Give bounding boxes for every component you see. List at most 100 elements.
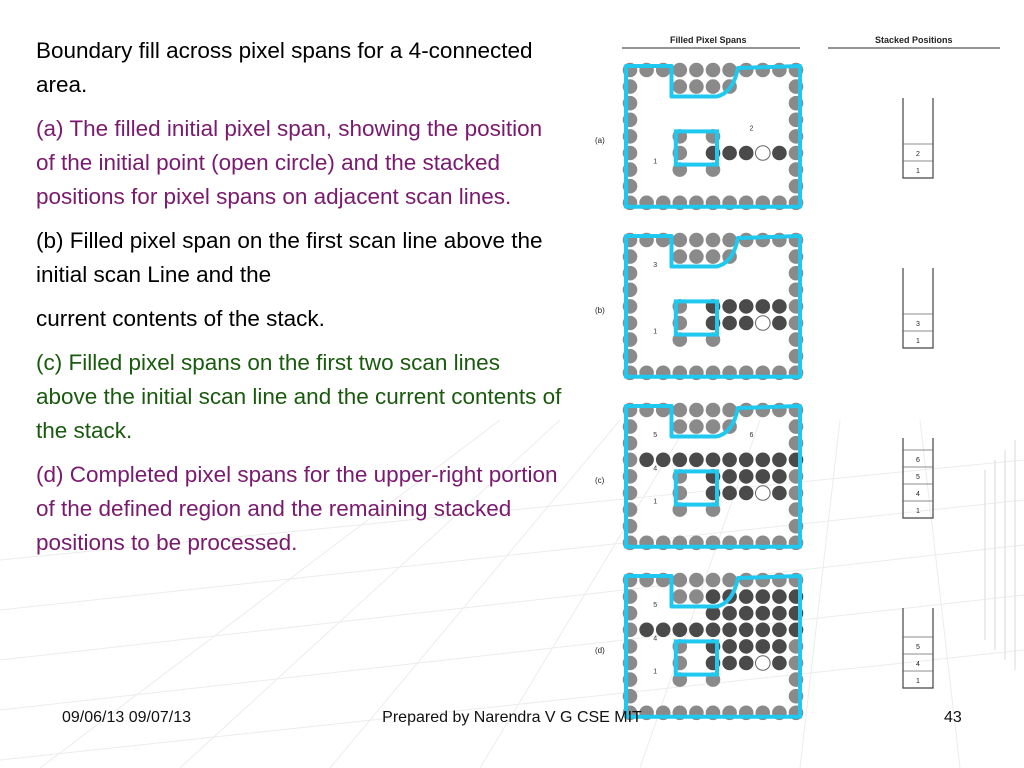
stack-entry: 4	[916, 661, 920, 668]
pixel	[722, 315, 737, 331]
stack-entry: 1	[916, 168, 920, 175]
pixel	[722, 572, 737, 588]
pixel	[655, 452, 671, 468]
stack-entry: 3	[916, 321, 920, 328]
pixel	[722, 485, 737, 501]
stack-marker: 4	[653, 635, 657, 642]
pixel	[772, 145, 787, 161]
pixel	[705, 452, 721, 468]
boundary-outline	[624, 404, 802, 549]
pixel	[772, 485, 787, 501]
panel-label: (c)	[595, 476, 605, 485]
pixel	[772, 452, 787, 468]
pixel	[689, 402, 704, 418]
pixel	[738, 605, 754, 621]
intro-paragraph: Boundary fill across pixel spans for a 4…	[36, 38, 533, 97]
pixel	[755, 572, 771, 588]
stack-entry: 1	[916, 508, 920, 515]
header-filled-pixel-spans: Filled Pixel Spans	[670, 35, 747, 45]
pixel	[705, 79, 721, 94]
pixel	[689, 232, 704, 248]
panel-label: (d)	[595, 646, 605, 655]
pixel	[672, 572, 688, 588]
pixel	[689, 572, 704, 588]
pixel	[772, 605, 787, 621]
pixel	[738, 655, 754, 671]
pixel	[689, 79, 704, 94]
pixel	[722, 605, 737, 621]
pixel	[689, 589, 704, 604]
inner-hole-outline	[673, 129, 720, 167]
pixel	[672, 249, 688, 264]
pixel	[755, 62, 771, 78]
footer-date: 09/06/13 09/07/13	[62, 709, 192, 726]
panel-label: (b)	[595, 306, 605, 315]
caption-b-continued: current contents of the stack.	[36, 306, 325, 331]
stack-container	[902, 98, 934, 179]
pixel	[722, 145, 737, 161]
pixel	[772, 622, 787, 638]
footer-center-text: Prepared by Narendra V G CSE MIT	[382, 709, 642, 726]
pixel	[738, 299, 754, 314]
stack-marker: 1	[653, 669, 657, 676]
stack-entry: 1	[916, 678, 920, 685]
boundary-outline	[624, 234, 802, 379]
panel-label: (a)	[595, 136, 605, 145]
pixel	[639, 452, 654, 468]
slide-text: Boundary fill across pixel spans for a 4…	[36, 34, 566, 570]
pixel	[705, 249, 721, 264]
pixel	[705, 232, 721, 248]
pixel	[705, 62, 721, 78]
inner-hole-outline	[673, 639, 720, 677]
pixel	[672, 79, 688, 94]
pixel	[655, 622, 671, 638]
pixel	[722, 452, 737, 468]
boundary-outline	[624, 574, 802, 719]
pixel	[689, 622, 704, 638]
stack-container	[902, 438, 934, 519]
caption-c: (c) Filled pixel spans on the first two …	[36, 350, 562, 443]
stack-marker: 1	[653, 499, 657, 506]
pixel	[755, 589, 771, 604]
caption-b: (b) Filled pixel span on the first scan …	[36, 228, 543, 287]
pixel	[755, 469, 771, 484]
pixel	[755, 639, 771, 654]
pixel	[672, 62, 688, 78]
pixel	[772, 655, 787, 671]
pixel	[672, 452, 688, 468]
stack-entry: 4	[916, 491, 920, 498]
pixel	[722, 655, 737, 671]
pixel	[738, 145, 754, 161]
pixel	[639, 622, 654, 638]
stack-marker: 3	[653, 262, 657, 269]
pixel	[705, 622, 721, 638]
caption-d: (d) Completed pixel spans for the upper-…	[36, 462, 558, 555]
pixel	[738, 62, 754, 78]
pixel	[738, 452, 754, 468]
pixel	[722, 402, 737, 418]
pixel	[705, 572, 721, 588]
pixel	[772, 299, 787, 314]
stack-marker: 2	[750, 125, 754, 132]
stack-entry: 1	[916, 338, 920, 345]
pixel	[738, 232, 754, 248]
pixel	[738, 485, 754, 501]
pixel	[689, 452, 704, 468]
inner-hole-outline	[673, 469, 720, 507]
stack-entry: 6	[916, 457, 920, 464]
stack-marker: 5	[653, 602, 657, 609]
pixel	[705, 589, 721, 604]
pixel	[722, 299, 737, 314]
pixel	[672, 622, 688, 638]
initial-point-pixel	[755, 145, 771, 161]
inner-hole-outline	[673, 299, 720, 337]
pixel	[672, 232, 688, 248]
pixel	[772, 469, 787, 484]
stack-entry: 2	[916, 151, 920, 158]
